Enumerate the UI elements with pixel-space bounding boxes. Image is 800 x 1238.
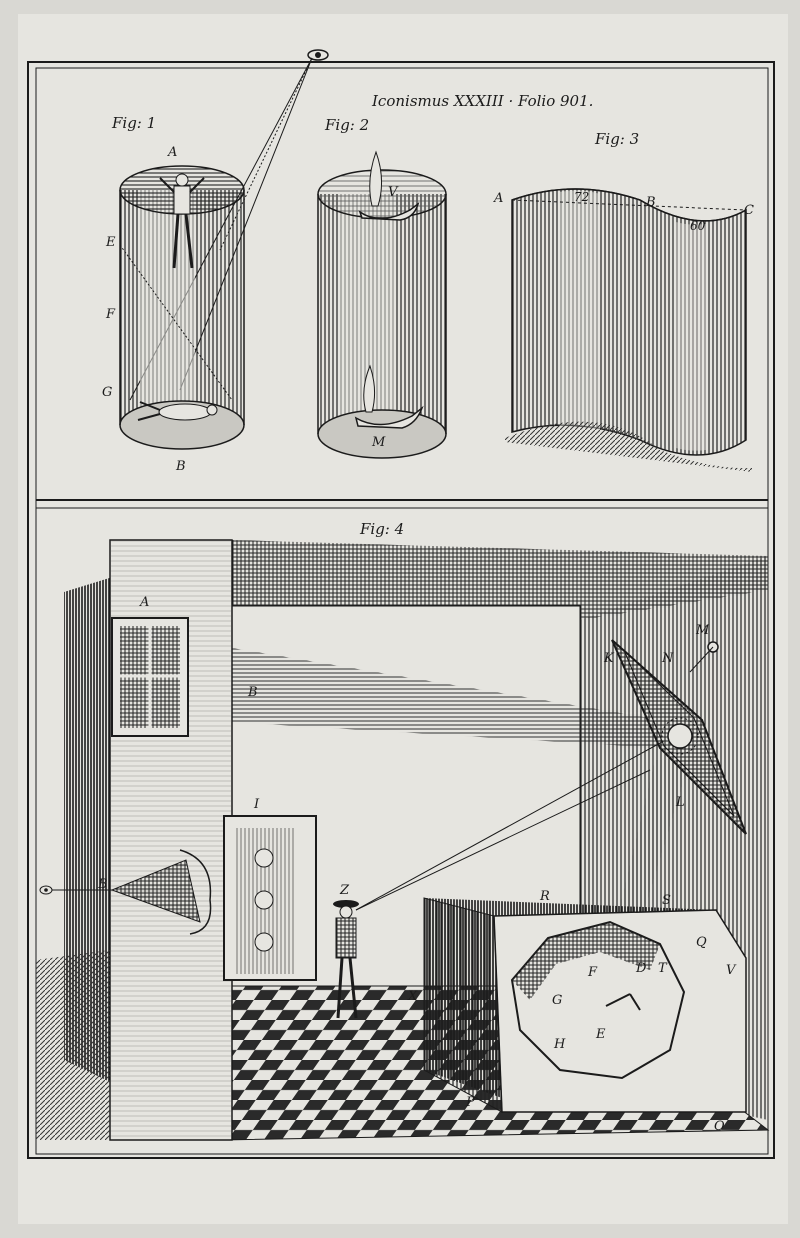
plate-heading: Iconismus XXXIII · Folio 901.	[371, 92, 593, 110]
fig4-label-b-beam: B	[247, 685, 258, 700]
pulley-icon	[689, 641, 719, 720]
fig4-label-g: G	[552, 993, 562, 1008]
fig4-label-s: S	[662, 893, 671, 908]
sun-icon	[661, 717, 699, 755]
fig4-label-i: I	[253, 797, 260, 812]
fig4-label-b-lens: B	[97, 877, 108, 892]
fig1-label-g: G	[102, 385, 112, 400]
light-beam	[232, 648, 662, 748]
inclined-mirror	[611, 639, 747, 835]
fig4-label-h: H	[553, 1037, 566, 1052]
window	[111, 617, 189, 737]
fig3-number-60: 60	[690, 219, 706, 233]
outside-eye-icon	[39, 885, 53, 895]
fig4-label-e: E	[595, 1027, 606, 1042]
oil-lamp-bottom	[354, 364, 424, 429]
oil-lamp-top	[358, 150, 420, 221]
fig3-label-a: A	[493, 191, 503, 206]
fig1-label-b: B	[175, 459, 186, 474]
ceiling	[232, 540, 768, 620]
fig1-label-a: A	[167, 145, 177, 160]
fig4-label-v: V	[726, 963, 737, 978]
fig3-curved-surface: Fig: 3 A B C 72 60	[493, 130, 754, 472]
fig4-label-o: O	[714, 1119, 725, 1134]
fig1-cylinder: Fig: 1 A E F G B	[102, 114, 245, 474]
fig3-label-c: C	[744, 203, 754, 218]
fig4-label-r: R	[539, 889, 550, 904]
inverted-figure	[137, 401, 218, 421]
fig4-label-x: X	[407, 989, 418, 1004]
outside-ground	[36, 950, 110, 1140]
fig2-label-v: V	[388, 185, 399, 200]
fig3-caption: Fig: 3	[594, 130, 639, 148]
standing-figure	[159, 173, 205, 269]
fig1-label-f: F	[105, 307, 116, 322]
fig4-label-q: Q	[696, 935, 707, 950]
fig4-label-k: K	[603, 651, 615, 666]
fig2-caption: Fig: 2	[324, 116, 369, 134]
fig4-label-z: Z	[339, 883, 350, 898]
fig3-number-72: 72	[574, 190, 589, 204]
fig4-label-t: T	[658, 961, 668, 976]
eye-icon	[307, 49, 329, 61]
fig4-label-a: A	[139, 595, 149, 610]
plate-frame	[27, 61, 775, 1159]
fig4-label-f: F	[587, 965, 598, 980]
fig2-label-m: M	[371, 435, 386, 450]
fig4-label-l: L	[675, 795, 685, 810]
fig4-camera-obscura-room: Fig: 4	[36, 520, 770, 1141]
lens-cone	[110, 849, 212, 935]
fig2-cylinder: Fig: 2 V M	[317, 116, 447, 459]
door	[223, 815, 317, 981]
fig4-label-n: N	[661, 651, 674, 666]
fig4-label-m: M	[695, 623, 710, 638]
observer-figure	[333, 900, 359, 1019]
fig4-caption: Fig: 4	[359, 520, 404, 538]
octagonal-screen	[510, 920, 686, 1080]
fig3-label-b: B	[645, 195, 656, 210]
fig1-label-e: E	[105, 235, 116, 250]
fig1-caption: Fig: 1	[111, 114, 156, 132]
fig4-label-d: D	[635, 961, 647, 976]
fig4-label-p: P	[465, 1095, 475, 1110]
